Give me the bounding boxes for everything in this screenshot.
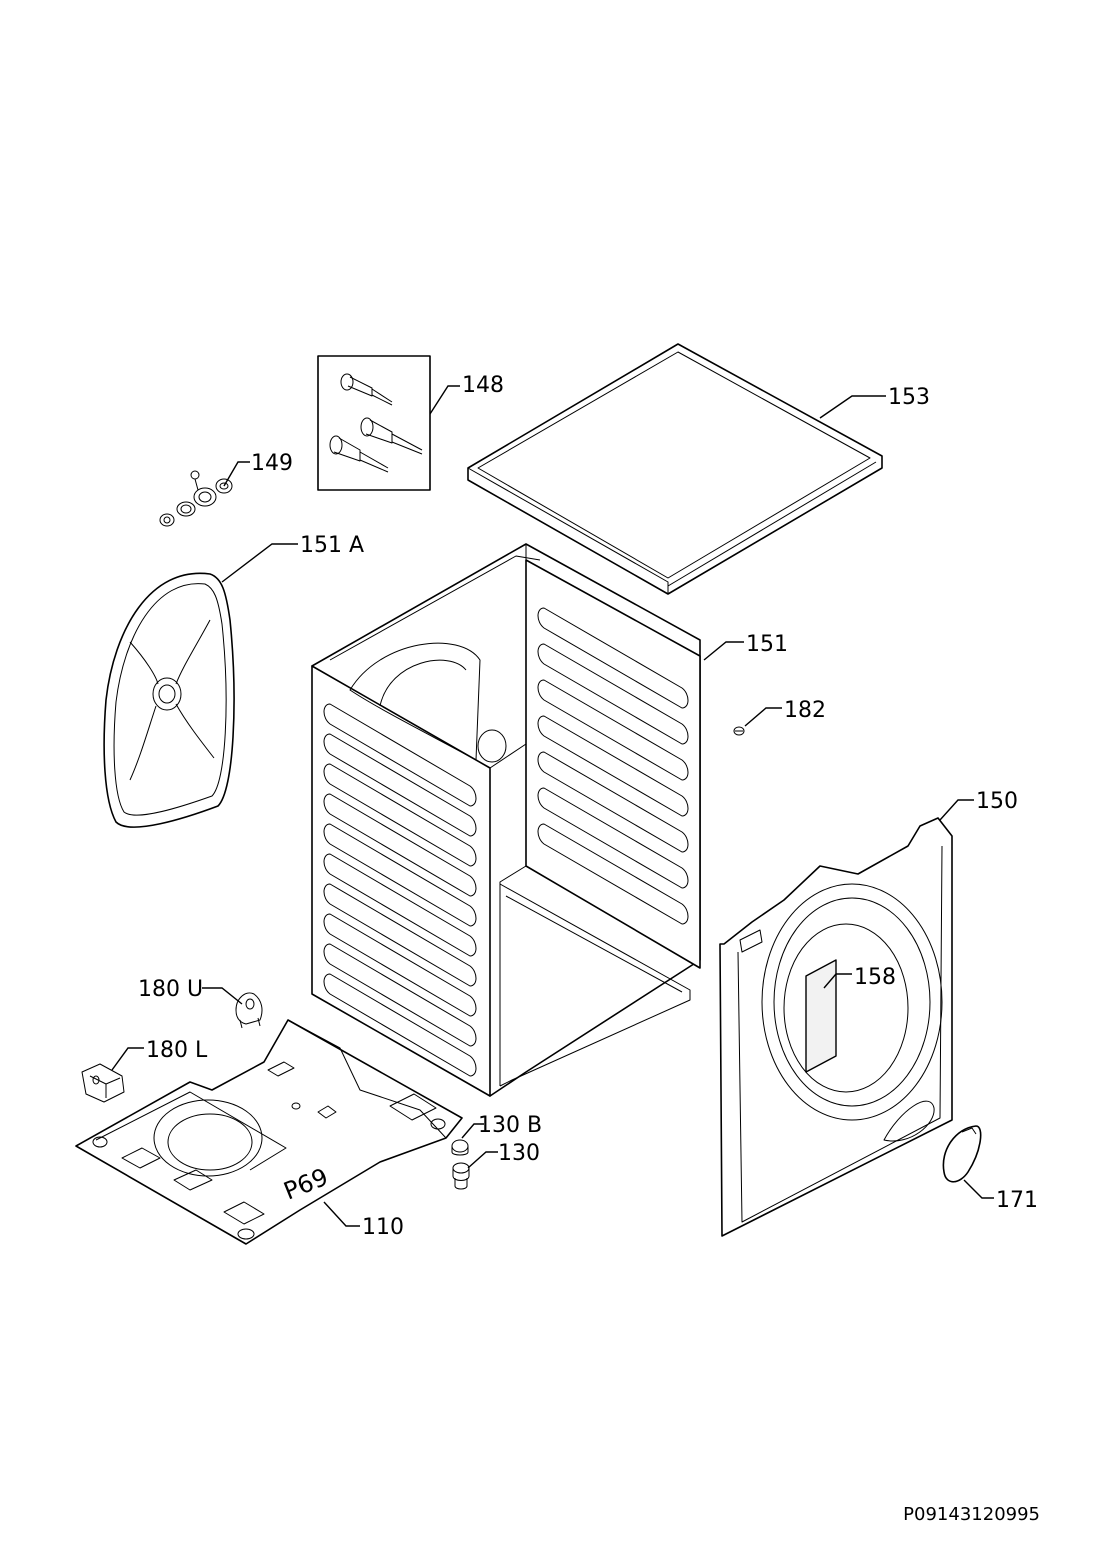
label-130: 130 [498,1141,540,1166]
part-151-cabinet [311,543,701,1097]
label-158: 158 [854,965,896,990]
label-180l: 180 L [146,1038,208,1063]
label-180u: 180 U [138,977,203,1002]
part-151a-rear-cover [103,572,235,828]
part-171-service-flap [942,1125,982,1183]
label-153: 153 [888,385,930,410]
label-130b: 130 B [478,1113,542,1138]
reference-code: P09143120995 [903,1504,1040,1525]
label-149: 149 [251,451,293,476]
label-148: 148 [462,373,504,398]
part-180u-bracket [235,992,263,1029]
label-150: 150 [976,789,1018,814]
part-150-front-panel [719,817,953,1237]
label-110: 110 [362,1215,404,1240]
part-153-top-lid [467,343,883,595]
label-171: 171 [996,1188,1038,1213]
part-130-filter [452,1162,470,1190]
part-110-base-plate: P69 [75,1019,463,1245]
part-182-clip [733,726,745,736]
part-149-rings [159,470,233,527]
label-182: 182 [784,698,826,723]
label-151a: 151 A [300,533,364,558]
part-180l-bracket [81,1063,125,1103]
part-130b-cap [451,1139,469,1156]
label-151: 151 [746,632,788,657]
part-148-shock-absorbers [317,355,431,491]
